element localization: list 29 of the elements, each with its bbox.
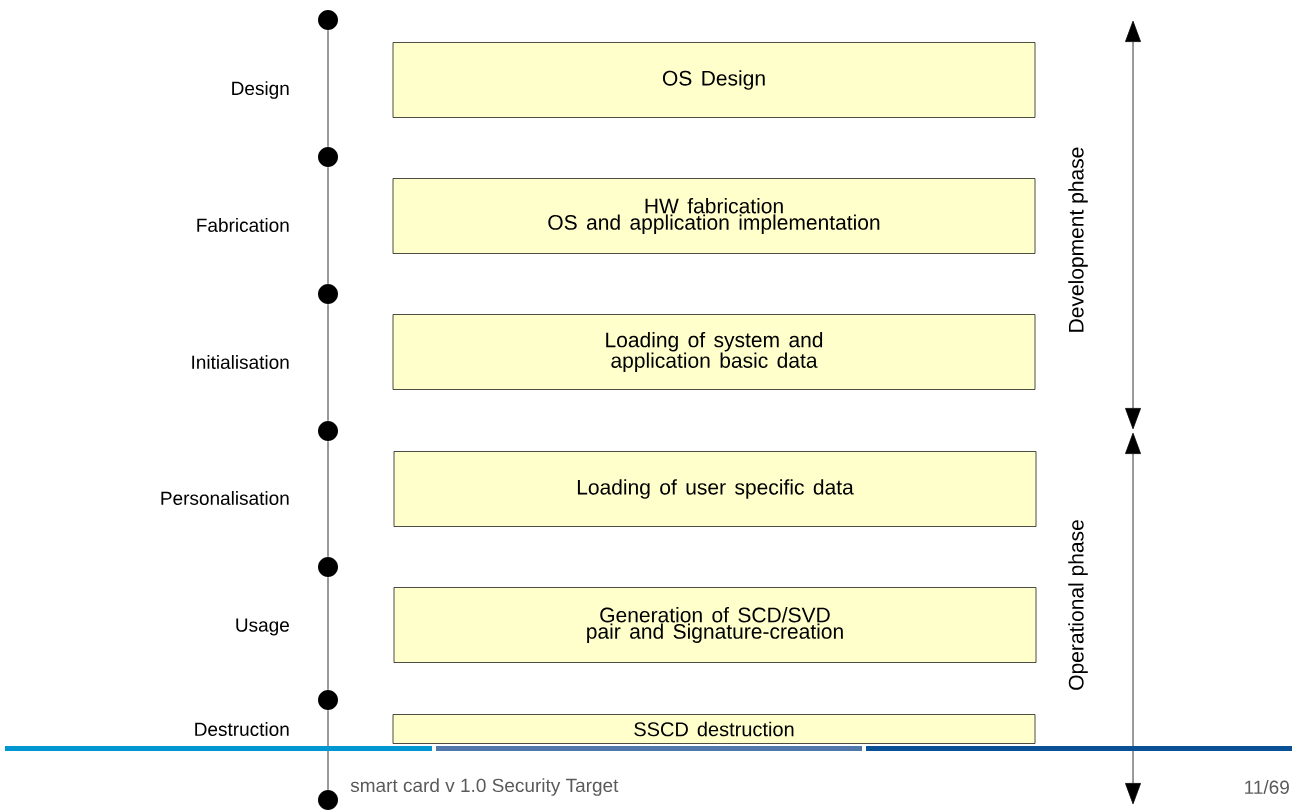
process-box: Loading of system and application basic data — [392, 314, 1036, 390]
timeline-dot — [318, 10, 338, 30]
stage-label: Personalisation — [161, 491, 289, 505]
timeline-dot — [318, 790, 338, 810]
process-box: Loading of user specific data — [393, 451, 1037, 527]
timeline-dot — [318, 284, 338, 304]
timeline-line — [327, 166, 329, 285]
process-box: HW fabrication OS and application implementation — [392, 178, 1036, 254]
stage-label: Destruction — [195, 722, 289, 736]
phase-label: Development phase — [1068, 147, 1088, 332]
footer-text: smart card v 1.0 Security Target — [350, 778, 619, 796]
timeline-dot — [318, 147, 338, 167]
page-number: 11/69 — [1245, 780, 1289, 794]
timeline-dot — [318, 557, 338, 577]
process-box: Generation of SCD/SVD pair and Signature-creation — [393, 587, 1037, 663]
timeline-line — [327, 709, 329, 791]
stage-label: Initialisation — [192, 355, 289, 369]
timeline-line — [327, 303, 329, 422]
stage-label: Design — [232, 81, 289, 99]
timeline-dot — [318, 690, 338, 710]
timeline-dot — [318, 421, 338, 441]
process-box: OS Design — [392, 42, 1036, 118]
timeline-line — [327, 576, 329, 691]
phase-label: Operational phase — [1068, 520, 1088, 690]
process-box: SSCD destruction — [392, 714, 1036, 744]
stage-label: Usage — [236, 618, 289, 636]
timeline-line — [327, 440, 329, 558]
timeline-line — [327, 29, 329, 148]
stage-label: Fabrication — [197, 218, 289, 232]
